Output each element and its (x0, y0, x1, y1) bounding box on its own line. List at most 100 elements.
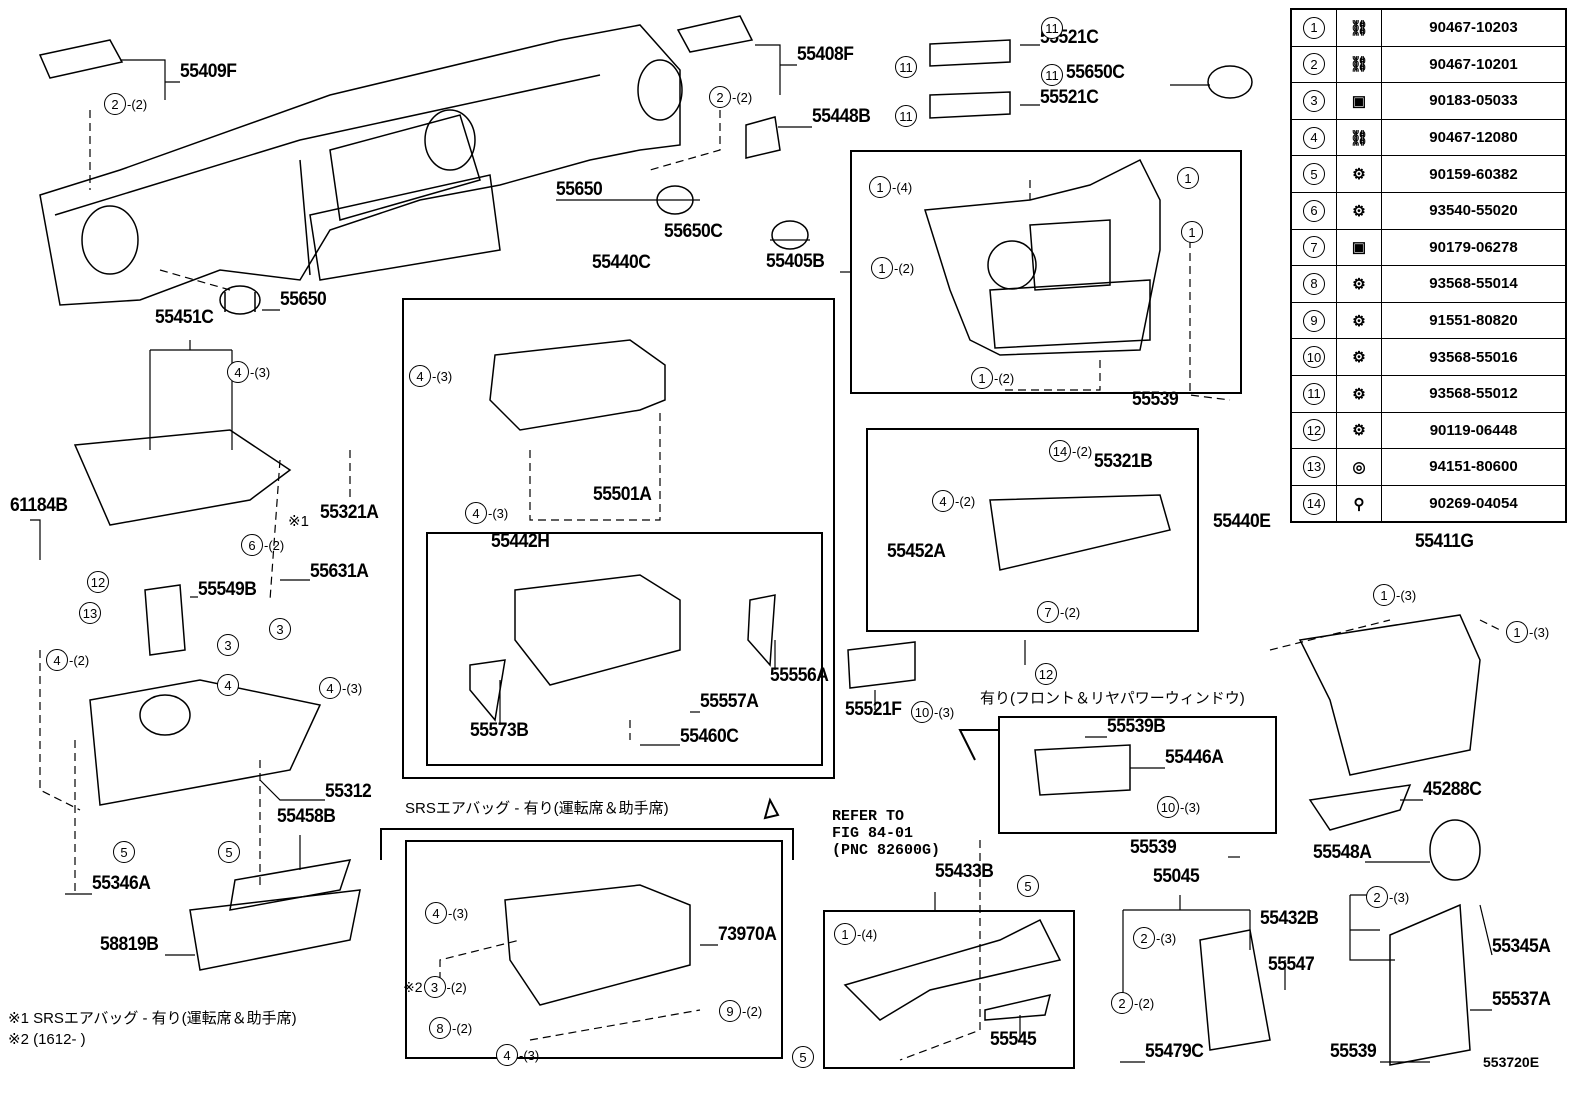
part-label[interactable]: 55547 (1268, 954, 1315, 975)
part-label[interactable]: 45288C (1423, 779, 1482, 800)
fastener-part-number[interactable]: 90159-60382 (1381, 155, 1567, 193)
part-label[interactable]: 55345A (1492, 936, 1551, 957)
fastener-part-number[interactable]: 90467-12080 (1381, 118, 1567, 157)
fastener-part-number[interactable]: 90183-05033 (1381, 82, 1567, 120)
part-label[interactable]: 55451C (155, 307, 214, 328)
fastener-row[interactable]: 3▣90183-05033 (1290, 82, 1567, 120)
part-label[interactable]: 55405B (766, 251, 825, 272)
callout-fastener-7[interactable]: 7-(2) (1037, 601, 1080, 623)
part-label[interactable]: 73970A (718, 924, 777, 945)
part-label[interactable]: 55539 (1130, 837, 1177, 858)
part-label[interactable]: 55448B (812, 106, 871, 127)
part-label[interactable]: 55539 (1330, 1041, 1377, 1062)
callout-fastener-2[interactable]: 2-(2) (104, 93, 147, 115)
part-label[interactable]: 61184B (10, 495, 68, 516)
part-label[interactable]: 55521F (845, 699, 902, 720)
fastener-part-number[interactable]: 90467-10203 (1381, 8, 1567, 47)
part-label[interactable]: 55458B (277, 806, 336, 827)
callout-fastener-2[interactable]: 2-(2) (709, 86, 752, 108)
callout-fastener-11[interactable]: 11 (1041, 17, 1063, 39)
part-label[interactable]: 55537A (1492, 989, 1551, 1010)
part-label[interactable]: 55432B (1260, 908, 1319, 929)
fastener-part-number[interactable]: 94151-80600 (1381, 448, 1567, 486)
part-label[interactable]: 55479C (1145, 1041, 1204, 1062)
callout-fastener-5[interactable]: 5 (113, 841, 135, 863)
part-label[interactable]: 55312 (325, 781, 372, 802)
fastener-part-number[interactable]: 90467-10201 (1381, 45, 1567, 84)
part-label[interactable]: 55650 (280, 289, 327, 310)
callout-fastener-4[interactable]: 4 (217, 674, 239, 696)
callout-fastener-1[interactable]: 1-(2) (971, 367, 1014, 389)
callout-fastener-10[interactable]: 10-(3) (911, 701, 954, 723)
callout-fastener-4[interactable]: 4-(3) (409, 365, 452, 387)
fastener-row[interactable]: 14⚲90269-04054 (1290, 484, 1567, 523)
callout-fastener-2[interactable]: 2-(2) (1111, 992, 1154, 1014)
part-label[interactable]: 55433B (935, 861, 994, 882)
callout-fastener-13[interactable]: 13 (79, 602, 101, 624)
callout-fastener-14[interactable]: 14-(2) (1049, 440, 1092, 462)
callout-fastener-4[interactable]: 4-(2) (46, 649, 89, 671)
part-label[interactable]: 55631A (310, 561, 369, 582)
callout-fastener-9[interactable]: 9-(2) (719, 1000, 762, 1022)
callout-fastener-4[interactable]: 4-(3) (319, 677, 362, 699)
callout-fastener-1[interactable]: 1 (1181, 221, 1203, 243)
fastener-part-number[interactable]: 93568-55014 (1381, 265, 1567, 303)
callout-fastener-11[interactable]: 11 (895, 105, 917, 127)
callout-fastener-1[interactable]: 1-(4) (834, 923, 877, 945)
fastener-row[interactable]: 13◎94151-80600 (1290, 448, 1567, 486)
fastener-row[interactable]: 11⚙93568-55012 (1290, 374, 1567, 413)
part-label[interactable]: 55442H (491, 531, 550, 552)
callout-fastener-2[interactable]: 2-(3) (1133, 927, 1176, 949)
part-label[interactable]: 55650C (664, 221, 723, 242)
callout-fastener-5[interactable]: 5 (218, 841, 240, 863)
part-label[interactable]: 55521C (1040, 87, 1099, 108)
fastener-row[interactable]: 9⚙91551-80820 (1290, 301, 1567, 340)
part-label[interactable]: 55452A (887, 541, 946, 562)
part-label[interactable]: 55650C (1066, 62, 1125, 83)
callout-fastener-12[interactable]: 12 (87, 571, 109, 593)
fastener-part-number[interactable]: 90119-06448 (1381, 411, 1567, 450)
part-label[interactable]: 55539B (1107, 716, 1166, 737)
part-label[interactable]: 55539 (1132, 389, 1179, 410)
callout-fastener-4[interactable]: 4-(3) (465, 502, 508, 524)
part-label[interactable]: 55408F (797, 44, 854, 65)
fastener-part-number[interactable]: 90269-04054 (1381, 484, 1567, 523)
callout-fastener-1[interactable]: 1-(2) (871, 257, 914, 279)
fastener-part-number[interactable]: 91551-80820 (1381, 301, 1567, 340)
part-label[interactable]: 55446A (1165, 747, 1224, 768)
callout-fastener-1[interactable]: 1 (1177, 167, 1199, 189)
part-label[interactable]: 55557A (700, 691, 759, 712)
part-label[interactable]: 55346A (92, 873, 151, 894)
part-label[interactable]: 55460C (680, 726, 739, 747)
part-label[interactable]: 58819B (100, 934, 159, 955)
part-label[interactable]: 55545 (990, 1029, 1037, 1050)
callout-fastener-2[interactable]: 2-(3) (1366, 886, 1409, 908)
fastener-row[interactable]: 4⛓90467-12080 (1290, 118, 1567, 157)
fastener-row[interactable]: 10⚙93568-55016 (1290, 338, 1567, 376)
fastener-row[interactable]: 8⚙93568-55014 (1290, 265, 1567, 303)
part-label[interactable]: 55549B (198, 579, 257, 600)
callout-fastener-1[interactable]: 1-(4) (869, 176, 912, 198)
callout-fastener-5[interactable]: 5 (1017, 875, 1039, 897)
part-label[interactable]: 55556A (770, 665, 829, 686)
part-label[interactable]: 55548A (1313, 842, 1372, 863)
part-label[interactable]: 55650 (556, 179, 603, 200)
callout-fastener-12[interactable]: 12 (1035, 663, 1057, 685)
fastener-row[interactable]: 6⚙93540-55020 (1290, 191, 1567, 230)
fastener-row[interactable]: 7▣90179-06278 (1290, 228, 1567, 267)
fastener-part-number[interactable]: 90179-06278 (1381, 228, 1567, 267)
part-label[interactable]: 55321A (320, 502, 379, 523)
refer-to-figure-note[interactable]: REFER TO FIG 84-01 (PNC 82600G) (832, 808, 941, 859)
part-label[interactable]: 55321B (1094, 451, 1153, 472)
part-label[interactable]: 55409F (180, 61, 237, 82)
callout-fastener-10[interactable]: 10-(3) (1157, 796, 1200, 818)
callout-fastener-3[interactable]: 3 (269, 618, 291, 640)
fastener-row[interactable]: 1⛓90467-10203 (1290, 8, 1567, 47)
part-label[interactable]: 55440C (592, 252, 651, 273)
callout-fastener-6[interactable]: 6-(2) (241, 534, 284, 556)
callout-fastener-1[interactable]: 1-(3) (1506, 621, 1549, 643)
part-label[interactable]: 55501A (593, 484, 652, 505)
fastener-part-number[interactable]: 93568-55012 (1381, 374, 1567, 413)
fastener-part-number[interactable]: 93540-55020 (1381, 191, 1567, 230)
